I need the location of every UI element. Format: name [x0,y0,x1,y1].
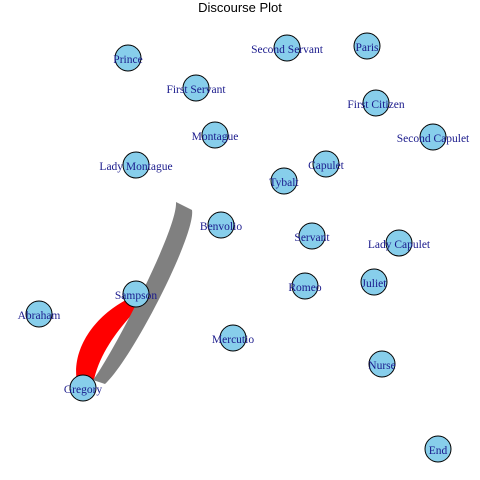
node-circle [114,44,142,72]
node-abraham: Abraham [18,300,61,328]
node-benvolio: Benvolio [200,211,242,239]
node-circle [219,324,247,352]
node-mercutio: Mercutio [212,324,254,352]
node-circle [368,350,396,378]
node-circle [385,229,413,257]
node-label: Nurse [368,360,395,372]
node-label: Servant [294,232,330,244]
node-circle [419,123,447,151]
node-circle [353,32,381,60]
node-circle [207,211,235,239]
edge-sampson-gregory [76,298,142,386]
node-prince: Prince [113,44,143,72]
node-label: Second Capulet [397,133,470,145]
node-circle [298,222,326,250]
node-circle [312,150,340,178]
node-first-citizen: First Citizen [347,89,405,117]
node-circle [291,272,319,300]
node-label: Gregory [64,384,103,396]
node-capulet: Capulet [308,150,345,178]
node-servant: Servant [294,222,330,250]
node-label: Mercutio [212,334,254,346]
node-label: Lady Capulet [368,239,431,251]
node-first-servant: First Servant [166,74,226,102]
node-romeo: Romeo [288,272,322,300]
node-label: Montague [192,131,239,143]
node-circle [122,151,150,179]
node-circle [360,268,388,296]
node-label: Juliet [362,278,388,290]
node-juliet: Juliet [360,268,388,296]
node-label: First Servant [166,84,226,96]
node-circle [273,34,301,62]
node-circle [122,280,150,308]
node-nurse: Nurse [368,350,396,378]
node-label: Abraham [18,310,61,322]
node-label: Lady Montague [99,161,172,173]
node-circle [25,300,53,328]
node-circle [201,121,229,149]
node-montague: Montague [192,121,239,149]
node-circle [424,435,452,463]
node-lady-montague: Lady Montague [99,151,173,179]
node-end: End [424,435,452,463]
node-circle [270,167,298,195]
node-label: Capulet [308,160,345,172]
node-circle [362,89,390,117]
node-label: Paris [356,42,380,54]
node-label: End [429,445,448,457]
plot-title: Discourse Plot [198,0,282,15]
node-circle [69,374,97,402]
node-circle [182,74,210,102]
node-label: Sampson [115,290,157,302]
node-second-servant: Second Servant [251,34,324,62]
node-paris: Paris [353,32,381,60]
node-tybalt: Tybalt [269,167,299,195]
node-label: Second Servant [251,44,324,56]
node-gregory: Gregory [64,374,103,402]
node-label: Prince [113,54,142,66]
node-label: Tybalt [269,177,299,189]
node-lady-capulet: Lady Capulet [368,229,431,257]
node-label: First Citizen [347,99,404,111]
node-sampson: Sampson [115,280,157,308]
node-label: Romeo [288,282,321,294]
node-second-capulet: Second Capulet [397,123,470,151]
node-label: Benvolio [200,221,242,233]
